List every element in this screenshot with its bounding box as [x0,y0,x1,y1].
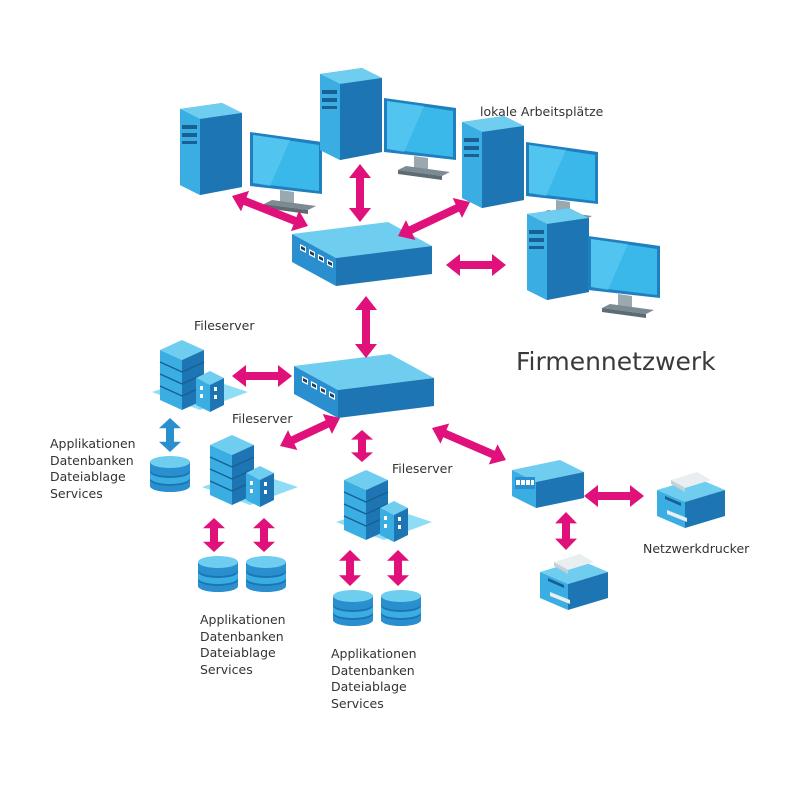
connection-arrow [398,198,470,240]
connection-arrow [159,418,181,452]
connection-arrow [203,518,225,552]
printers-label: Netzwerkdrucker [643,541,750,556]
fileserver-3-icon [335,469,433,543]
connection-arrow [355,296,377,358]
workstation-2 [320,68,456,180]
database-icon [381,590,421,626]
connection-arrow [253,518,275,552]
connection-arrow [349,164,371,222]
database-icon [150,456,190,492]
workstation-1 [180,103,322,214]
connection-arrows-storage [159,418,181,452]
service-item: Applikationen [331,646,417,661]
connection-arrow [339,550,361,586]
connection-arrow [351,430,373,462]
printer-icon [657,472,725,528]
connection-arrow [446,254,506,276]
workstation-4 [527,208,660,318]
service-item: Services [50,485,103,501]
fileserver-1-label: Fileserver [194,318,255,333]
service-item: Services [200,661,253,677]
diagram-title: Firmennetzwerk [516,347,716,376]
service-item: Applikationen [200,612,286,627]
service-item: Dateiablage [331,679,407,694]
connection-arrows [203,164,644,586]
database-icon [333,590,373,626]
connection-arrow [584,485,644,507]
connection-arrow [231,190,309,232]
service-item: Applikationen [50,436,136,451]
storage-services-list-1: Applikationen Datenbanken Dateiablage Se… [50,436,136,502]
connection-arrow [279,413,341,451]
connection-arrow [432,423,506,465]
database-icon [198,556,238,592]
storage-services-list-3: Applikationen Datenbanken Dateiablage Se… [331,646,417,712]
service-item: Dateiablage [200,645,276,660]
workstations-label: lokale Arbeitsplätze [480,104,604,119]
service-item: Datenbanken [200,628,284,644]
connection-arrow [232,365,292,387]
service-item: Dateiablage [50,469,126,484]
connection-arrow [387,550,409,586]
storage-services-list-2: Applikationen Datenbanken Dateiablage Se… [200,612,286,678]
fileserver-3-label: Fileserver [392,461,453,476]
printer-icon [540,554,608,610]
service-item: Datenbanken [331,662,415,678]
fileserver-2-label: Fileserver [232,411,293,426]
network-switch-main [294,354,434,418]
network-switch-printers [512,460,584,508]
service-item: Datenbanken [50,452,134,468]
workstation-3 [462,116,598,224]
database-icon [246,556,286,592]
connection-arrow [555,512,577,550]
service-item: Services [331,695,384,711]
